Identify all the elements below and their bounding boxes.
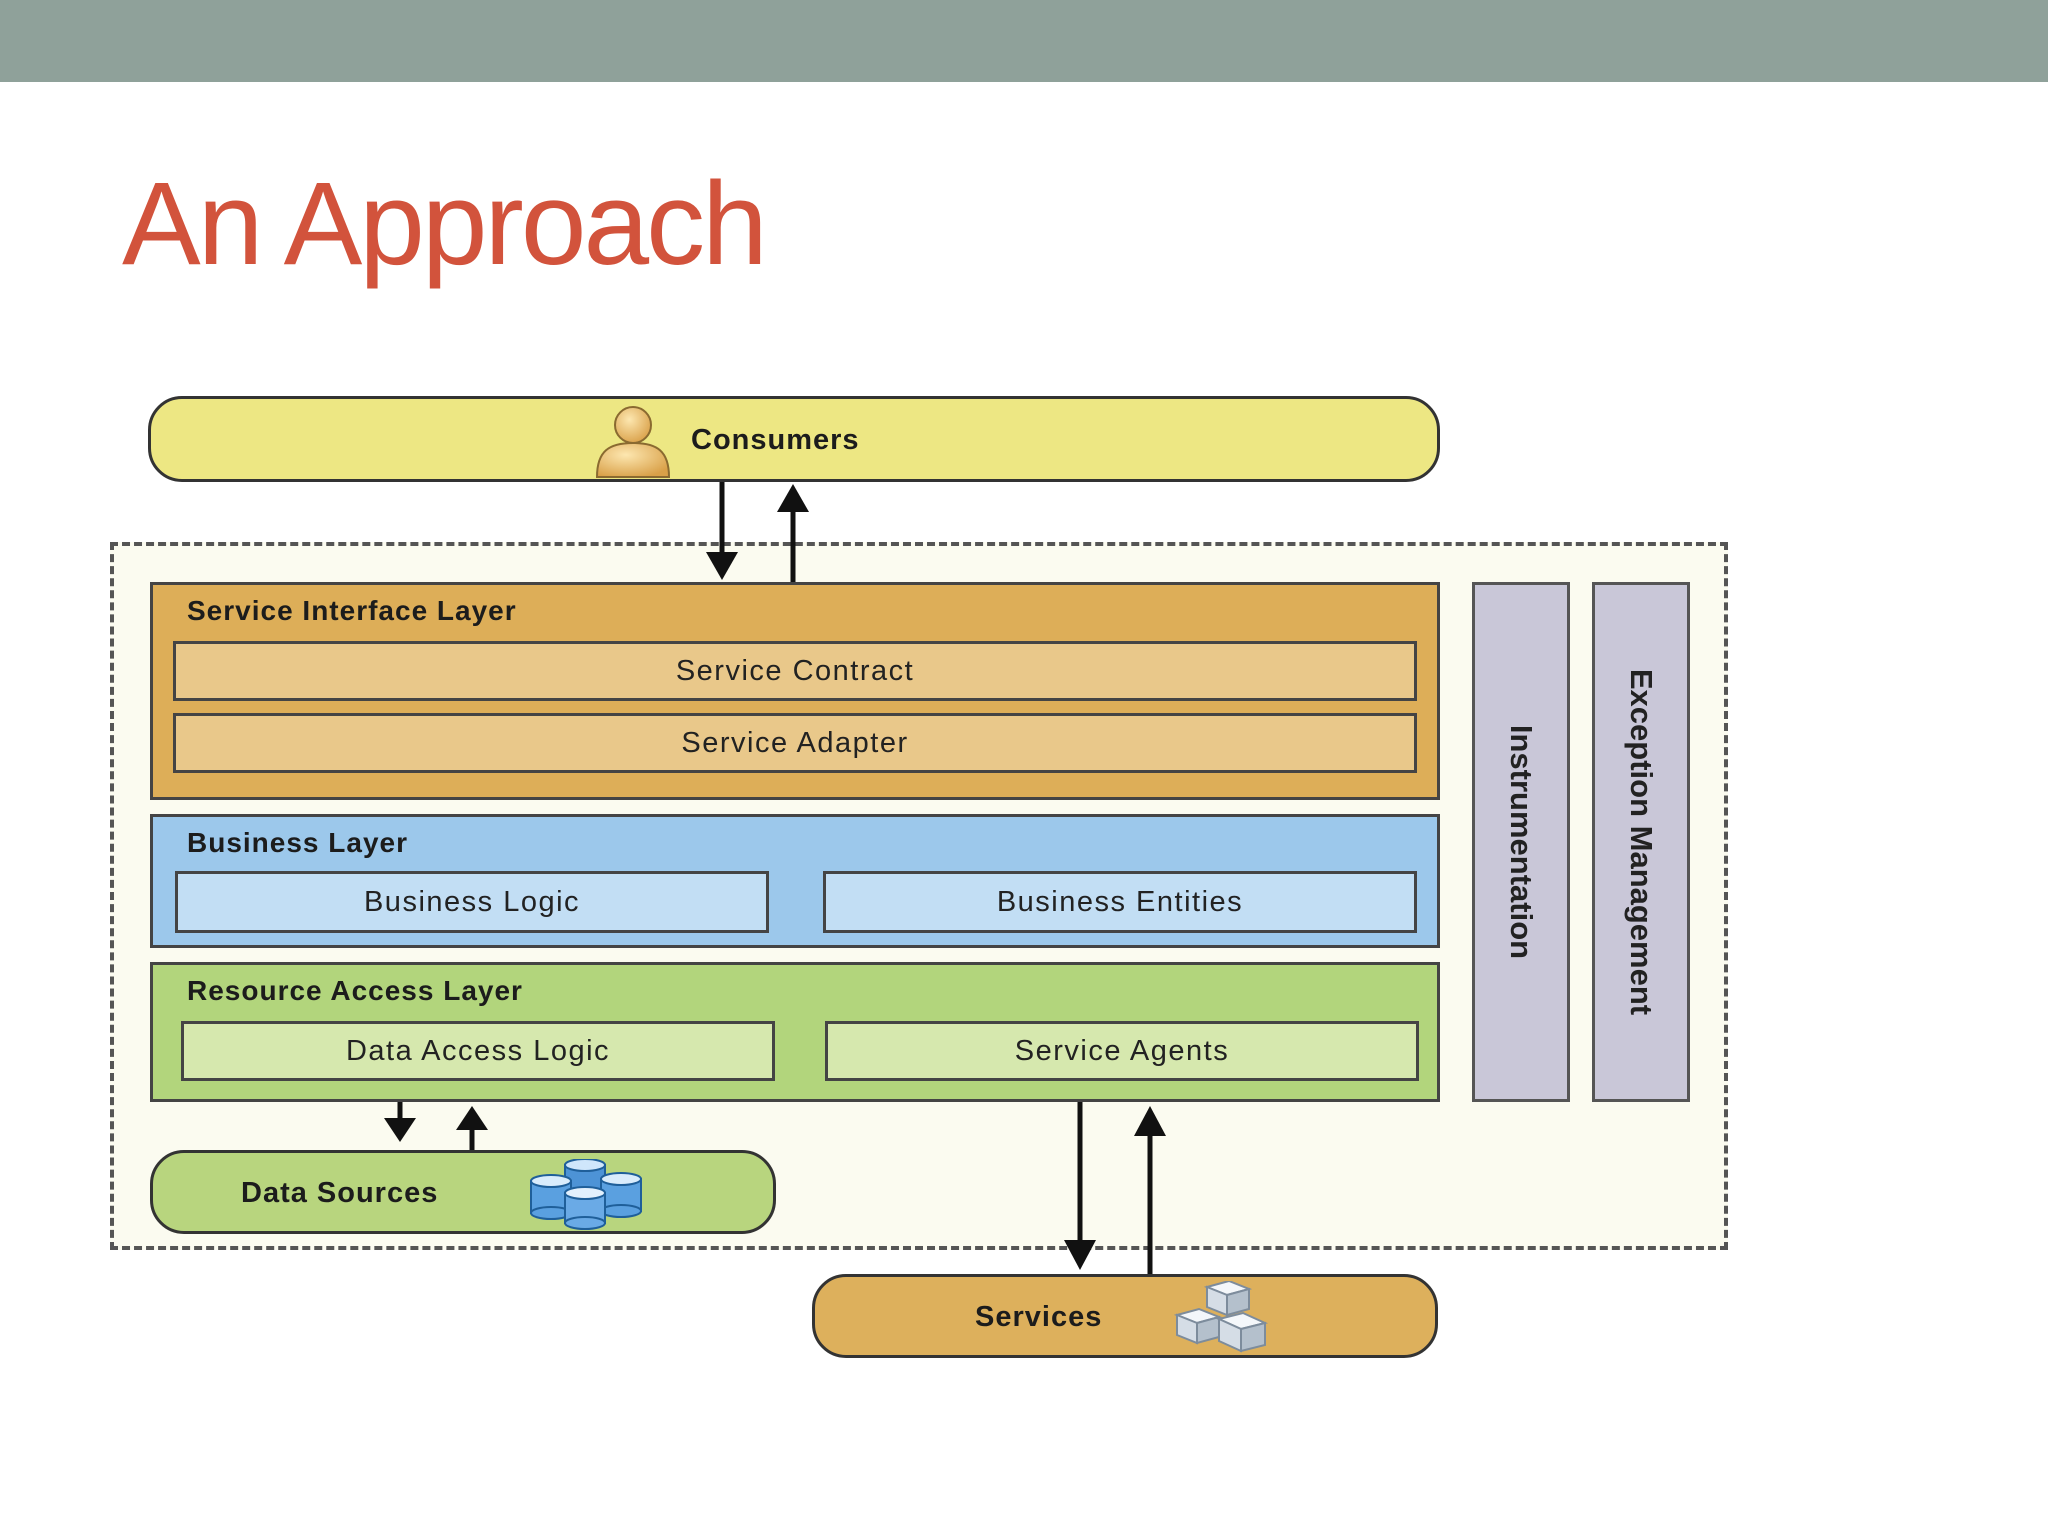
services-box: Services <box>812 1274 1438 1358</box>
service-interface-layer: Service Interface Layer Service Contract… <box>150 582 1440 800</box>
consumers-label: Consumers <box>691 424 860 456</box>
service-contract-box: Service Contract <box>173 641 1417 701</box>
arrow-services-up-head <box>1134 1106 1166 1136</box>
database-icon <box>530 1159 642 1230</box>
data-sources-label: Data Sources <box>241 1177 439 1209</box>
business-entities-box: Business Entities <box>823 871 1417 933</box>
consumers-box: Consumers <box>148 396 1440 482</box>
slide-top-bar <box>0 0 2048 82</box>
business-layer: Business Layer Business Logic Business E… <box>150 814 1440 948</box>
service-adapter-box: Service Adapter <box>173 713 1417 773</box>
business-logic-box: Business Logic <box>175 871 769 933</box>
service-agents-box: Service Agents <box>825 1021 1419 1081</box>
arrow-datasources-up-head <box>456 1106 488 1130</box>
arrow-consumers-up-head <box>777 484 809 512</box>
slide-title: An Approach <box>122 158 768 290</box>
user-icon <box>595 406 671 478</box>
service-interface-layer-label: Service Interface Layer <box>187 595 517 626</box>
data-access-logic-box: Data Access Logic <box>181 1021 775 1081</box>
arrow-consumers-down-head <box>706 552 738 580</box>
resource-access-layer: Resource Access Layer Data Access Logic … <box>150 962 1440 1102</box>
business-layer-label: Business Layer <box>187 827 408 858</box>
resource-access-layer-label: Resource Access Layer <box>187 975 523 1006</box>
arrow-services-down-head <box>1064 1240 1096 1270</box>
cubes-icon <box>1173 1281 1269 1353</box>
exception-management-box: Exception Management <box>1592 582 1690 1102</box>
data-sources-box: Data Sources <box>150 1150 776 1234</box>
instrumentation-box: Instrumentation <box>1472 582 1570 1102</box>
arrow-datasources-down-head <box>384 1118 416 1142</box>
services-label: Services <box>975 1301 1103 1333</box>
